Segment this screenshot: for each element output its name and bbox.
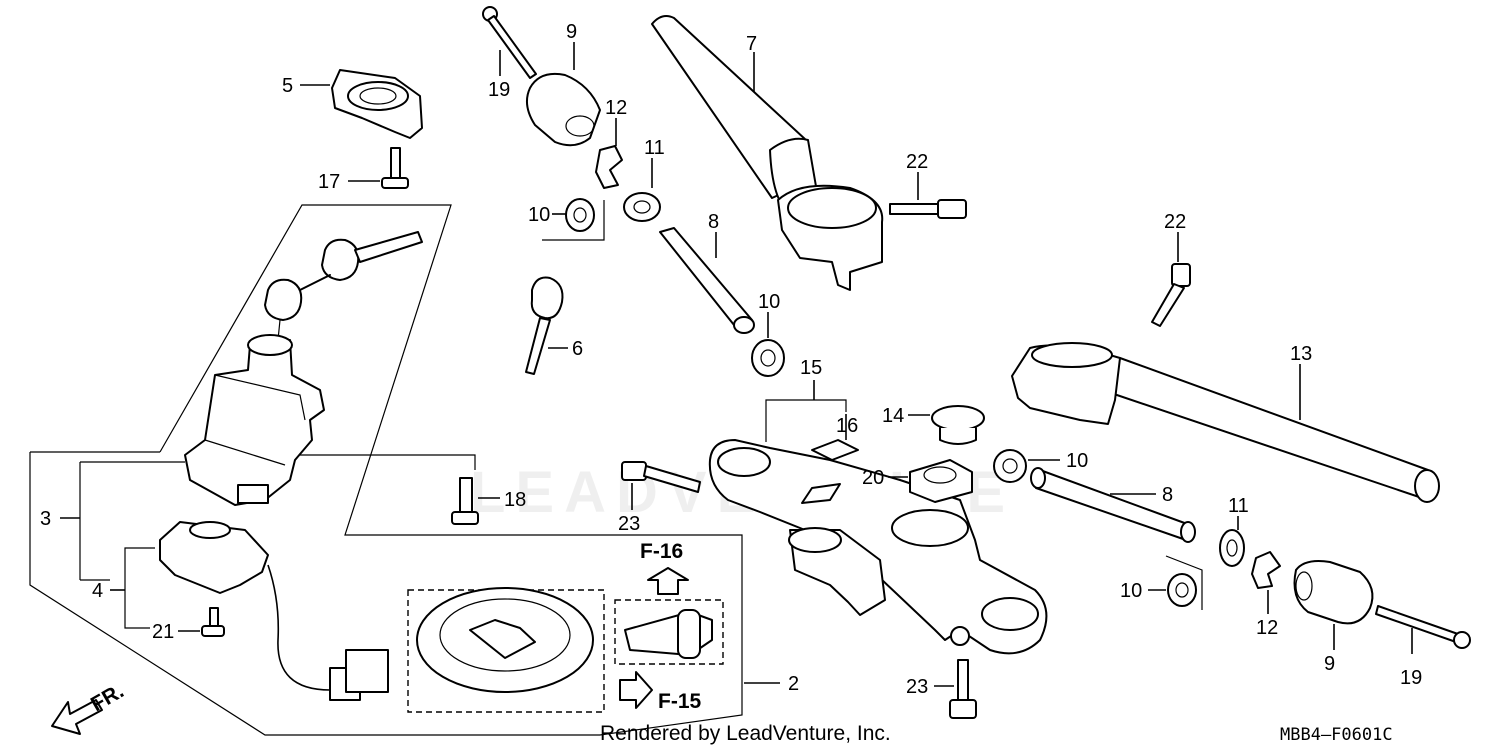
bar-end-weight-part-9-left[interactable]: [525, 72, 601, 147]
label-part-6: 6: [572, 338, 583, 360]
ref-f15[interactable]: F-15: [619, 671, 702, 713]
label-part-10c: 10: [1066, 450, 1088, 472]
label-part-12a: 12: [605, 97, 627, 119]
label-part-10b: 10: [758, 291, 780, 313]
nut-part-10a[interactable]: [565, 198, 595, 232]
label-part-8a: 8: [708, 211, 719, 233]
label-part-12b: 12: [1256, 617, 1278, 639]
screw-part-21[interactable]: [201, 607, 225, 637]
bolt-part-23-upper[interactable]: [621, 461, 701, 493]
label-part-19b: 19: [1400, 667, 1422, 689]
label-part-2: 2: [788, 673, 799, 695]
rubber-part-11-left[interactable]: [623, 192, 661, 222]
left-handlebar-part-7[interactable]: [651, 15, 884, 291]
label-part-9a: 9: [566, 21, 577, 43]
nut-part-10d[interactable]: [1167, 573, 1197, 607]
label-part-23a: 23: [618, 513, 640, 535]
label-part-8b: 8: [1162, 484, 1173, 506]
label-part-22b: 22: [1164, 211, 1186, 233]
rendered-by-text: Rendered by LeadVenture, Inc.: [600, 722, 891, 745]
label-part-9b: 9: [1324, 653, 1335, 675]
label-part-23b: 23: [906, 676, 928, 698]
label-part-19a: 19: [488, 79, 510, 101]
clip-part-12-left[interactable]: [595, 145, 623, 189]
label-part-22a: 22: [906, 151, 928, 173]
key-part-6[interactable]: [525, 276, 564, 375]
label-part-15: 15: [800, 357, 822, 379]
label-part-17: 17: [318, 171, 340, 193]
rubber-part-11-right[interactable]: [1219, 529, 1245, 567]
svg-text:F-15: F-15: [658, 690, 702, 713]
nut-part-20[interactable]: [909, 459, 973, 503]
label-part-4: 4: [92, 580, 103, 602]
ref-f16[interactable]: F-16: [640, 540, 689, 595]
label-part-16: 16: [836, 415, 858, 437]
label-part-3: 3: [40, 508, 51, 530]
cap-part-14[interactable]: [931, 405, 985, 445]
ignition-switch-part-3[interactable]: [184, 334, 325, 506]
bolt-part-19-right[interactable]: [1375, 605, 1471, 649]
svg-text:F-16: F-16: [640, 540, 683, 563]
top-bridge[interactable]: [708, 439, 1048, 655]
bolt-part-19-left[interactable]: [482, 6, 537, 79]
key-cover-part-5[interactable]: [331, 69, 423, 139]
washer-part-16[interactable]: [811, 439, 859, 461]
label-part-20: 20: [862, 467, 884, 489]
label-part-7: 7: [746, 33, 757, 55]
label-part-11b: 11: [1228, 495, 1249, 517]
label-part-18: 18: [504, 489, 526, 511]
bolt-part-22-right[interactable]: [1151, 263, 1191, 327]
front-direction-arrow: FR.: [51, 679, 128, 735]
bolt-part-23-lower[interactable]: [949, 659, 977, 719]
right-handlebar-part-13[interactable]: [1011, 342, 1440, 503]
ignition-group-outline: [29, 204, 743, 736]
clip-part-12-right[interactable]: [1251, 551, 1281, 589]
key-pair[interactable]: [264, 231, 423, 341]
switch-connector-part-4[interactable]: [159, 521, 389, 701]
screw-part-17[interactable]: [381, 147, 409, 189]
bar-end-weight-part-9-right[interactable]: [1293, 560, 1374, 625]
label-part-14: 14: [882, 405, 904, 427]
label-part-21: 21: [152, 621, 174, 643]
collar-part-8-left[interactable]: [659, 227, 755, 334]
label-part-10d: 10: [1120, 580, 1142, 602]
nut-part-10b[interactable]: [751, 339, 785, 377]
diagram-code: MBB4—F0601C: [1280, 725, 1393, 745]
label-part-10a: 10: [528, 204, 550, 226]
label-part-5: 5: [282, 75, 293, 97]
screw-part-18[interactable]: [451, 477, 479, 525]
nut-part-10c[interactable]: [993, 449, 1027, 483]
label-part-11a: 11: [644, 137, 665, 159]
fuel-cap-part-2[interactable]: [407, 587, 724, 713]
bolt-part-22-left[interactable]: [889, 199, 967, 219]
collar-part-8-right[interactable]: [1030, 467, 1196, 543]
label-part-13: 13: [1290, 343, 1312, 365]
